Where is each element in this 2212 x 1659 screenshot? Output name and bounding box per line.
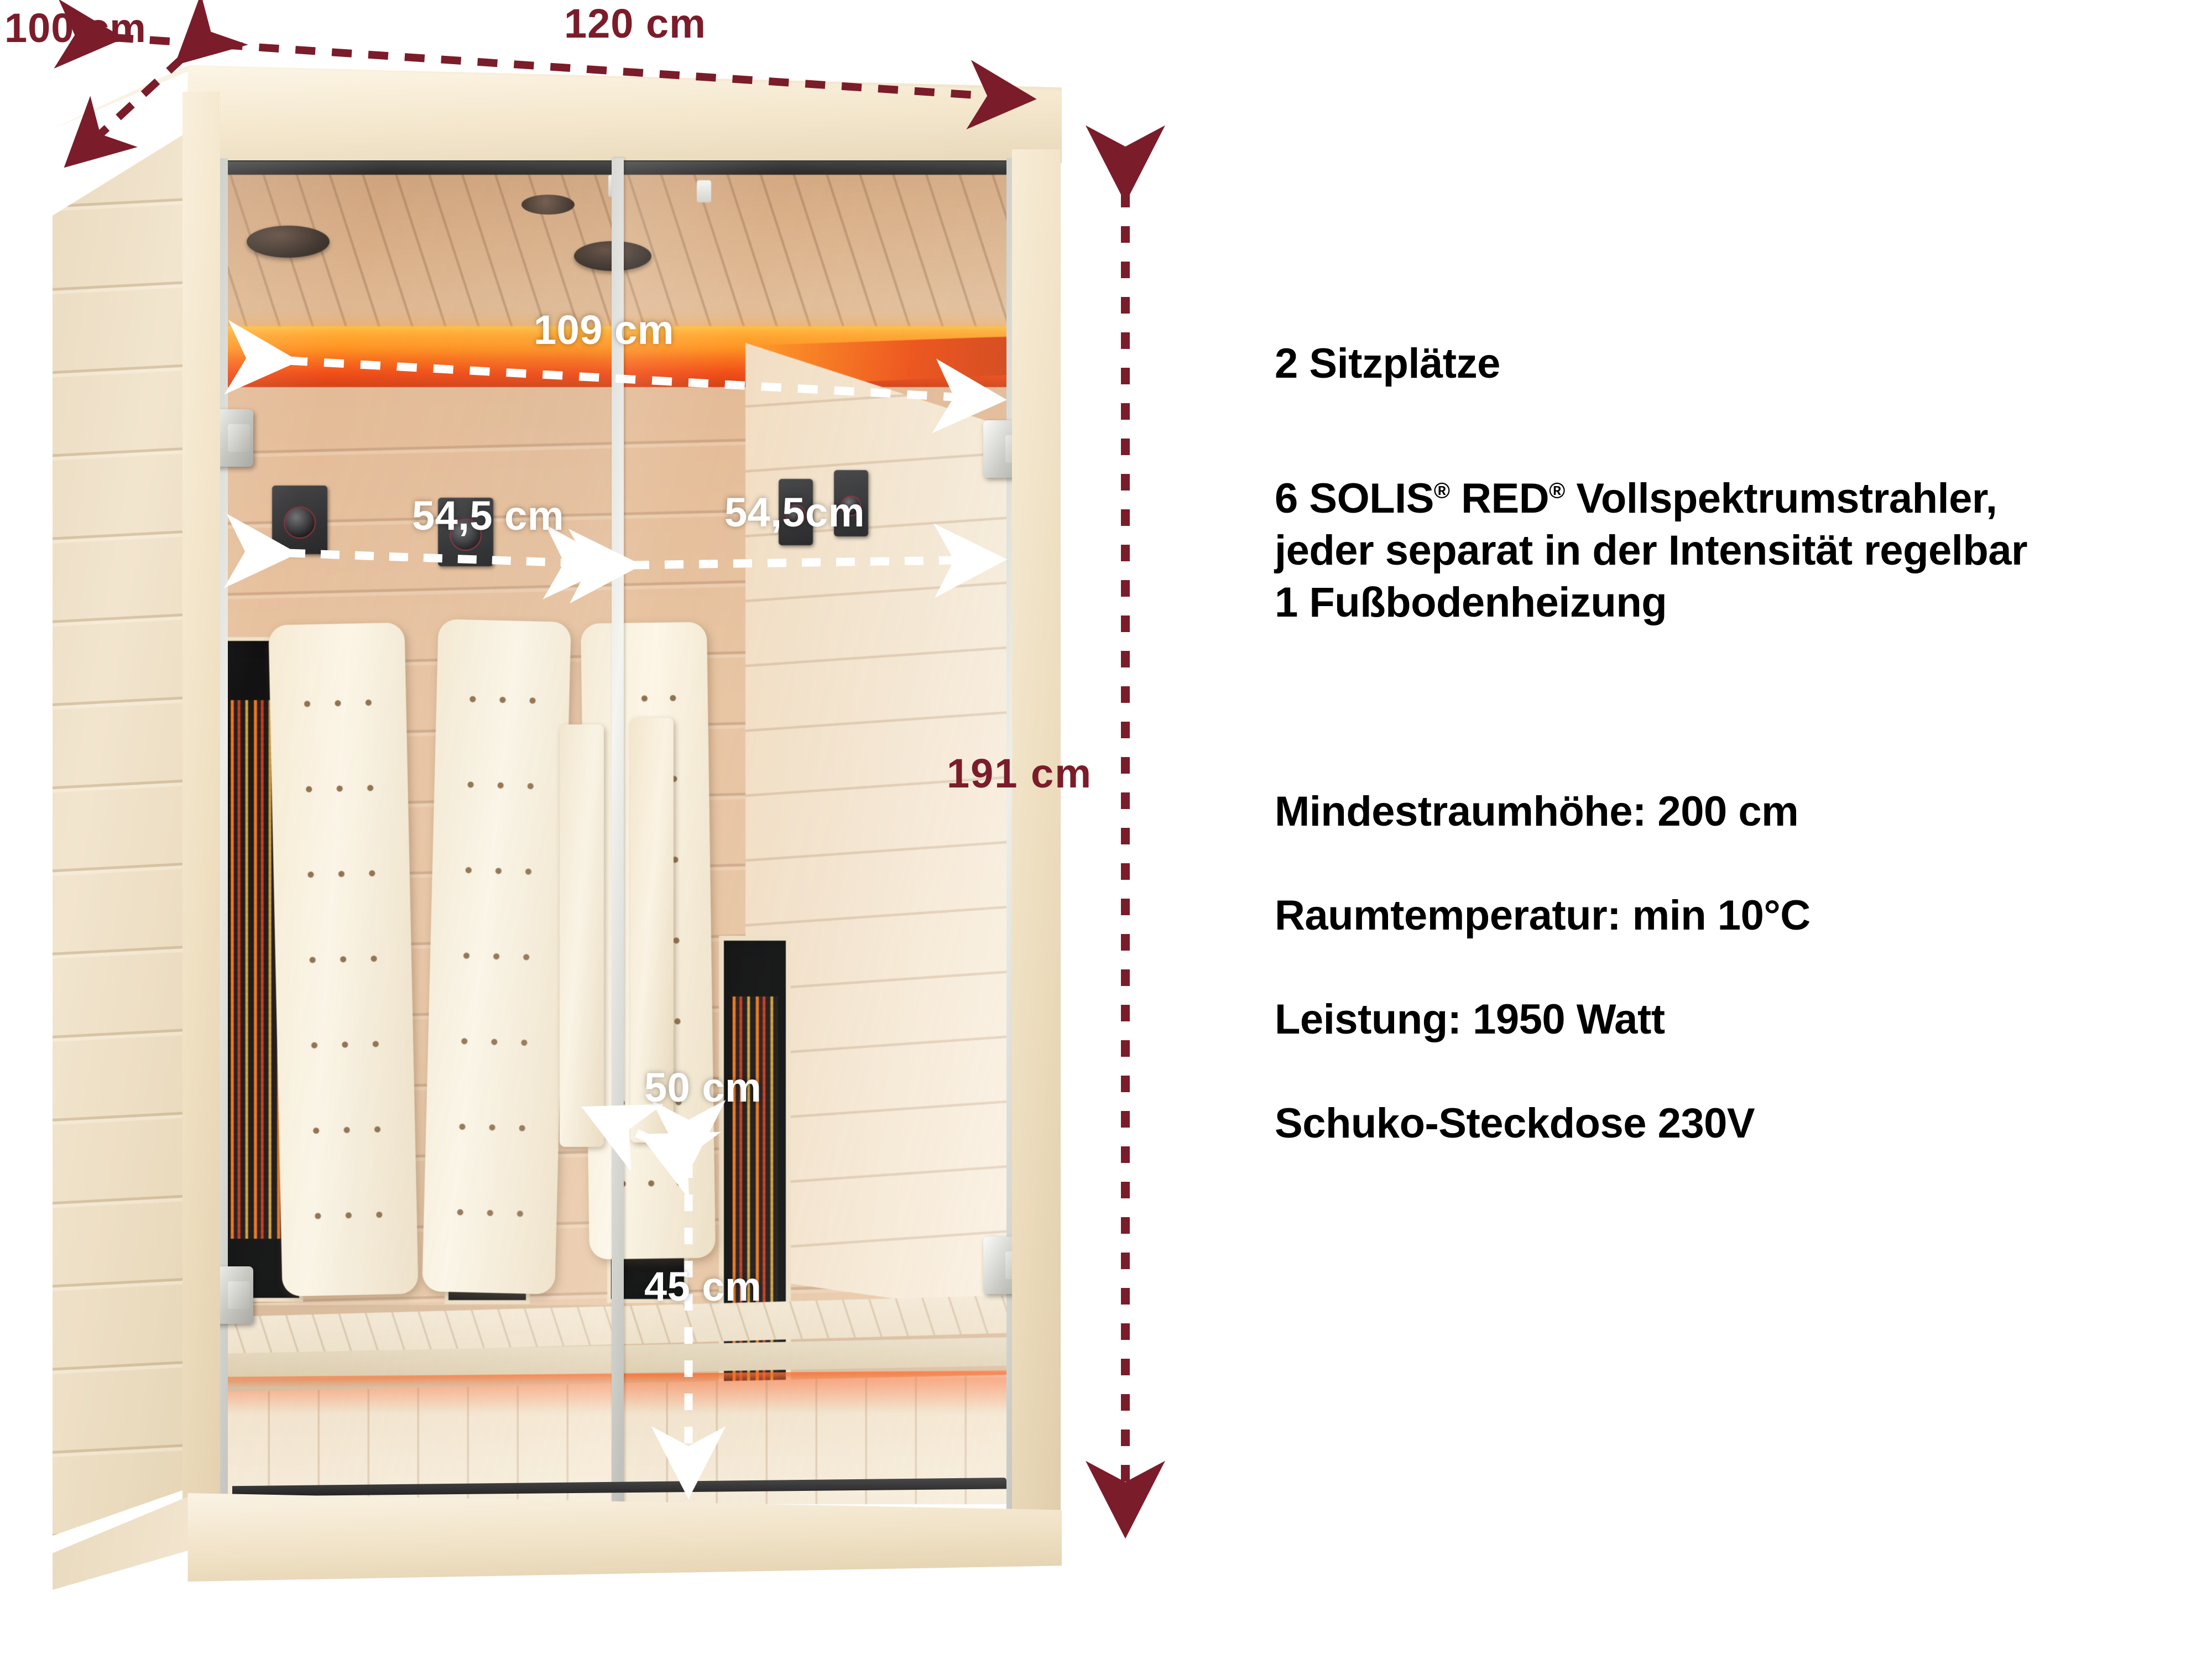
cabin-front-left-post bbox=[182, 92, 220, 1536]
dimension-label-height: 191 cm bbox=[947, 750, 1092, 796]
spec-emitters-line1: 6 SOLIS® RED® Vollspektrumstrahler, bbox=[1275, 478, 2212, 520]
dimension-label-depth: 100 cm bbox=[4, 5, 147, 51]
spec-emitters-suffix: Vollspektrumstrahler, bbox=[1564, 475, 1997, 522]
spec-emitters-line2: jeder separat in der Intensität regelbar bbox=[1275, 527, 2028, 574]
dimension-label-seat-right: 54,5cm bbox=[724, 489, 865, 535]
cabin-left-side-wall bbox=[53, 128, 194, 1536]
dimension-label-seat-height: 45 cm bbox=[644, 1264, 762, 1310]
spec-min-room-height: Mindestraumhöhe: 200 cm bbox=[1275, 788, 1799, 835]
spec-socket: Schuko-Steckdose 230V bbox=[1275, 1100, 1755, 1147]
spec-power: Leistung: 1950 Watt bbox=[1275, 996, 1665, 1043]
spec-floor-heating: 1 Fußbodenheizung bbox=[1275, 579, 1667, 626]
spec-panel-requirements: Mindestraumhöhe: 200 cm Raumtemperatur: … bbox=[1275, 791, 2212, 1207]
registered-mark-red-icon: ® bbox=[1549, 478, 1565, 503]
door-center-mullion bbox=[612, 158, 624, 1512]
spec-room-temperature: Raumtemperatur: min 10°C bbox=[1275, 892, 1811, 939]
spec-emitters-prefix: 6 SOLIS bbox=[1275, 475, 1434, 522]
spec-emitters-mid: RED bbox=[1449, 475, 1550, 522]
glass-door-left[interactable] bbox=[220, 161, 617, 1506]
spec-seats: 2 Sitzplätze bbox=[1275, 340, 1500, 387]
cabin-front-right-post bbox=[1012, 149, 1061, 1521]
sauna-cabin-illustration bbox=[0, 0, 1106, 1659]
dimension-label-seat-left: 54,5 cm bbox=[412, 493, 565, 539]
spec-panel-features: 2 Sitzplätze 6 SOLIS® RED® Vollspektrums… bbox=[1275, 343, 2212, 624]
registered-mark-solis-icon: ® bbox=[1433, 478, 1450, 503]
dimension-label-inner-width: 109 cm bbox=[534, 307, 674, 353]
dimension-label-width: 120 cm bbox=[564, 1, 706, 46]
cabin-base-plinth bbox=[187, 1493, 1062, 1582]
dimension-label-seat-depth: 50 cm bbox=[644, 1065, 762, 1110]
door-frame-left-edge bbox=[219, 158, 228, 1512]
